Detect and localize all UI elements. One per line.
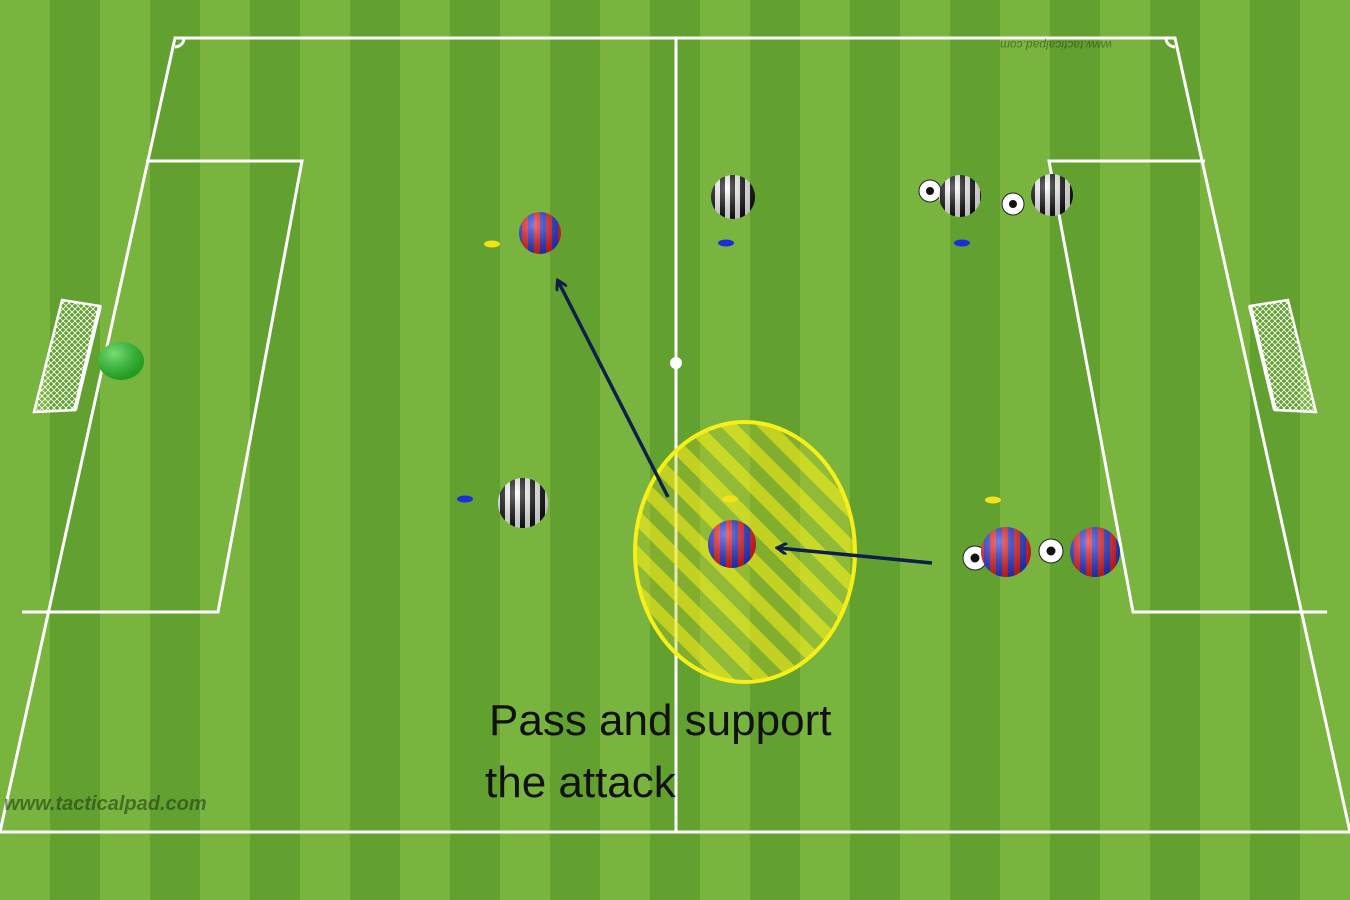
movement-arrows [558, 281, 933, 565]
player-red-striker [519, 212, 561, 254]
right-penalty-area [1047, 159, 1327, 614]
outer-boundary [0, 36, 1350, 834]
player-white-queue-2 [1031, 174, 1073, 216]
grass-stripe [500, 0, 551, 900]
grass-stripe [350, 0, 401, 900]
grass-stripe [150, 0, 201, 900]
player-goalkeeper [98, 342, 144, 380]
cone-yellow [722, 495, 738, 503]
grass-stripe [550, 0, 601, 900]
grass-stripe [1250, 0, 1301, 900]
grass-stripe [1150, 0, 1201, 900]
centre-spot [670, 357, 682, 369]
support-run-arrow [558, 281, 670, 498]
pitch-markings [0, 36, 1350, 834]
grass-stripe [1000, 0, 1051, 900]
watermark-top: www.tacticalpad.com [1000, 38, 1113, 52]
grass-stripe [600, 0, 651, 900]
player-white-queue-1 [939, 175, 981, 217]
cones [457, 239, 1001, 504]
grass-stripe [950, 0, 1001, 900]
pass-arrow [778, 548, 933, 565]
grass-stripe [300, 0, 351, 900]
watermark-bottom: www.tacticalpad.com [4, 793, 207, 815]
grass-stripe [0, 0, 51, 900]
grass-stripe [900, 0, 951, 900]
grass-stripe [50, 0, 101, 900]
left-penalty-area [22, 159, 304, 614]
corner-arc-top-left [174, 37, 186, 49]
right-goal [1248, 298, 1318, 414]
annotation-line-1: Pass and support [489, 696, 832, 745]
cone-blue [718, 239, 734, 247]
player-red-queue-1 [981, 527, 1031, 577]
player-white-top-center [711, 175, 755, 219]
annotation-line-2: the attack [485, 758, 676, 807]
grass-stripe [1300, 0, 1350, 900]
cone-blue [457, 495, 473, 503]
cone-yellow [985, 496, 1001, 504]
grass-stripe [1050, 0, 1101, 900]
grass-stripe [250, 0, 301, 900]
ball [1038, 538, 1064, 564]
ball [918, 179, 942, 203]
grass-stripe [1200, 0, 1251, 900]
cone-blue [954, 239, 970, 247]
left-goal [32, 298, 102, 414]
player-red-center [708, 520, 756, 568]
grass-stripe [400, 0, 451, 900]
player-red-queue-2 [1070, 527, 1120, 577]
player-white-defender [498, 478, 548, 528]
grass-stripe [200, 0, 251, 900]
grass-stripe [450, 0, 501, 900]
ball [1001, 192, 1025, 216]
cone-yellow [484, 240, 500, 248]
players [98, 174, 1120, 577]
grass-stripe [1100, 0, 1151, 900]
grass-stripe [100, 0, 151, 900]
corner-arc-top-right [1164, 37, 1176, 49]
grass-stripe [850, 0, 901, 900]
